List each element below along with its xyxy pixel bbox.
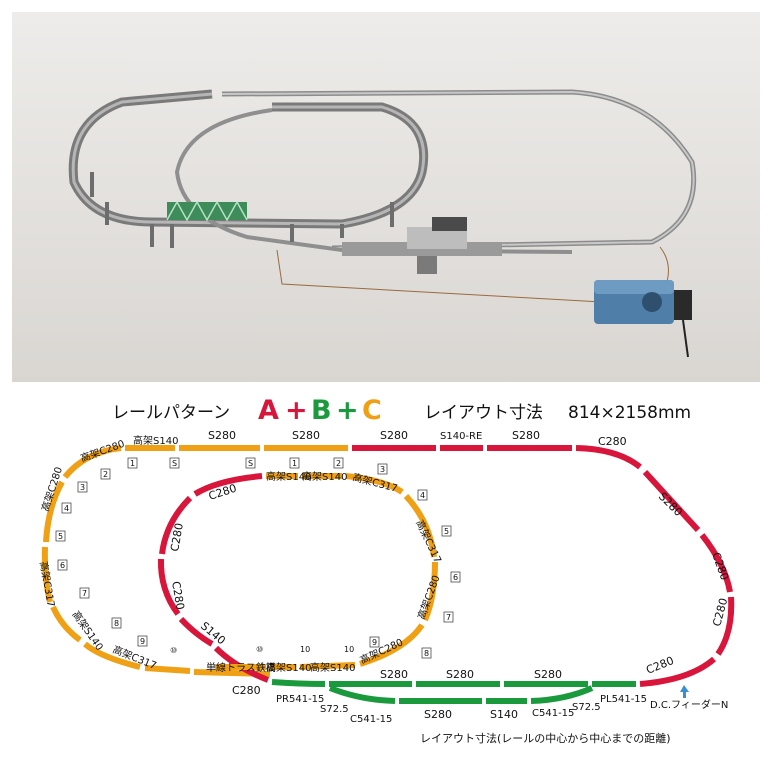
label-station-s280-2: S280 (446, 668, 474, 681)
inner-pier-3: 3 (380, 465, 385, 474)
label-outer-c280-r1: C280 (709, 551, 731, 582)
label-elev-s140-top: 高架S140 (133, 434, 178, 447)
label-pr541: PR541-15 (276, 694, 324, 705)
plus-1: + (285, 395, 308, 426)
track-c-elevated-outer (41, 445, 348, 677)
pier-markers: 1 2 3 4 5 6 7 8 9 ⑩ S S 1 2 3 4 5 6 7 (55, 457, 461, 659)
feeder-label: D.C.フィーダーN (650, 698, 728, 711)
label-elev-c280-top: 高架C280 (79, 437, 127, 465)
label-inner-elev-c280-r: 高架C280 (415, 573, 443, 621)
inner-pier-s: S (248, 459, 253, 468)
label-station-s280-3: S280 (534, 668, 562, 681)
pier-s: S (172, 459, 177, 468)
photo-feeder-wire (276, 249, 603, 303)
inner-pier-4: 4 (420, 491, 425, 500)
label-inner-c280-left: C280 (168, 522, 186, 553)
track-a-outer (352, 445, 735, 687)
inner-pier-10c: ⑩ (256, 645, 263, 654)
label-outer-c280-br: C280 (644, 654, 675, 677)
label-elev-c317-left: 高架C317 (37, 560, 58, 608)
track-diagram: レールパターン A + B + C レイアウト寸法 814×2158mm (37, 395, 735, 745)
pattern-label: レールパターン (112, 403, 230, 423)
inner-pier-2: 2 (336, 459, 341, 468)
inner-pier-6: 6 (453, 573, 458, 582)
label-c541-left: C541-15 (350, 714, 392, 725)
photo-station (342, 217, 502, 274)
label-pl541: PL541-15 (600, 694, 647, 705)
photo-truss-bridge (166, 200, 248, 222)
label-c541-right: C541-15 (532, 708, 574, 719)
letter-c: C (362, 395, 382, 426)
letter-a: A (258, 395, 279, 426)
label-inner-elev-s140-1: 高架S140 (266, 470, 311, 483)
layout-photo (12, 12, 760, 382)
label-s72-left: S72.5 (320, 704, 349, 715)
label-inner-elev-c280-br: 高架C280 (358, 635, 405, 666)
track-c-elevated-inner (215, 473, 438, 670)
photo-wire-2 (659, 246, 669, 283)
pier-9: 9 (140, 637, 145, 646)
label-station-s140: S140 (490, 708, 518, 721)
label-inner-bottom-s140-1: 高架S140 (266, 661, 311, 674)
label-outer-c280-tr: C280 (598, 435, 627, 448)
label-station-s280-1: S280 (380, 668, 408, 681)
label-station-s280-4: S280 (424, 708, 452, 721)
photo-background (12, 12, 760, 382)
plus-2: + (336, 395, 359, 426)
label-inner-elev-c317-tr: 高架C317 (351, 470, 399, 494)
photo-power-pack (594, 280, 692, 358)
inner-pier-1: 1 (292, 459, 297, 468)
pier-1: 1 (130, 459, 135, 468)
inner-pier-10b: 10 (300, 645, 310, 654)
pier-2: 2 (103, 470, 108, 479)
inner-pier-8: 8 (424, 649, 429, 658)
pier-4: 4 (64, 504, 69, 513)
pier-8: 8 (114, 619, 119, 628)
inner-pier-7: 7 (446, 613, 451, 622)
label-inner-c280-left2: C280 (169, 580, 187, 611)
label-inner-bottom-s140-2: 高架S140 (310, 661, 355, 674)
pier-6: 6 (60, 561, 65, 570)
label-bottom-c280: C280 (232, 684, 261, 697)
photo-elevated-loop-top (71, 92, 426, 226)
letter-b: B (311, 395, 332, 426)
footer-note: レイアウト寸法(レールの中心から中心までの距離) (420, 731, 671, 745)
track-b-station (271, 679, 636, 704)
pier-10: ⑩ (170, 646, 177, 655)
inner-pier-5: 5 (444, 527, 449, 536)
pier-7: 7 (82, 589, 87, 598)
inner-pier-9: 9 (372, 638, 377, 647)
label-top-s280-4: S280 (512, 429, 540, 442)
label-inner-elev-c317-r: 高架C317 (413, 518, 444, 565)
label-s72-right: S72.5 (572, 702, 601, 713)
label-bridge: 単線トラス鉄橋 (206, 661, 276, 674)
label-top-s280-3: S280 (380, 429, 408, 442)
inner-pier-10a: 10 (344, 645, 354, 654)
pier-3: 3 (80, 483, 85, 492)
size-label: レイアウト寸法 (424, 403, 543, 423)
label-inner-s140: S140 (198, 619, 228, 647)
label-top-s140re: S140-RE (440, 431, 482, 442)
size-value: 814×2158mm (568, 403, 691, 423)
photo-piers (90, 172, 394, 248)
feeder-arrow-icon (680, 685, 689, 698)
label-top-s280-1: S280 (208, 429, 236, 442)
photo-outer-track-inner (221, 90, 695, 249)
label-top-s280-2: S280 (292, 429, 320, 442)
pier-5: 5 (58, 532, 63, 541)
photo-inner-loop (174, 108, 573, 254)
label-inner-elev-s140-2: 高架S140 (302, 470, 347, 483)
